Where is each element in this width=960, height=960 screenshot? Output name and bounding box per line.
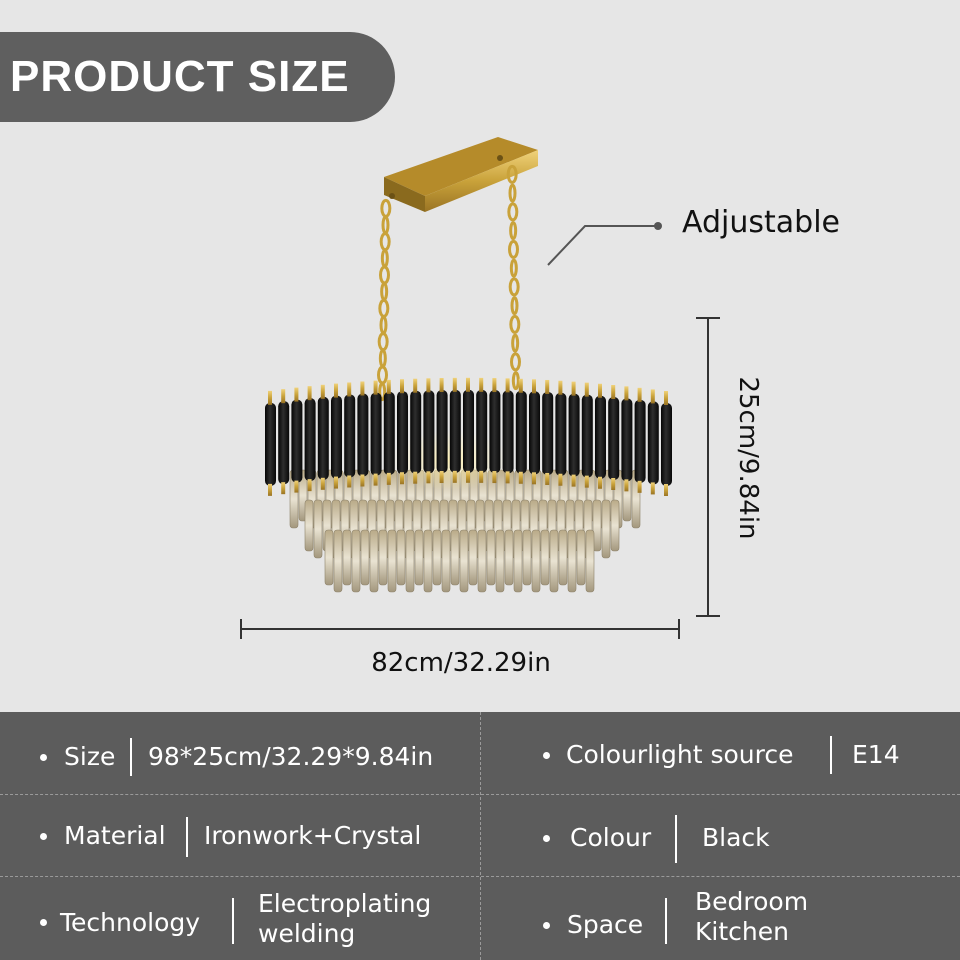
spec-label: Space [567,910,644,939]
bullet-icon [543,752,550,759]
width-dimension-line [240,619,680,639]
ceiling-plate [384,137,538,212]
chandelier-illustration [240,137,720,639]
spec-value: Black [702,823,770,852]
spec-label: Material [64,821,166,850]
crystal-tiers [289,469,641,593]
spec-value: Ironwork+Crystal [204,821,422,850]
section-title: PRODUCT SIZE [10,52,350,101]
spec-separator [675,815,677,863]
column-divider [480,712,481,960]
spec-value: 98*25cm/32.29*9.84in [148,742,434,771]
width-label: 82cm/32.29in [371,648,551,678]
spec-separator [830,736,832,774]
spec-label: Technology [60,908,201,937]
black-tube-ring [265,377,672,496]
spec-label: Size [64,742,116,771]
spec-value: E14 [852,740,900,769]
spec-value-line-1: Electroplating [258,889,432,918]
bullet-icon [543,835,550,842]
adjustable-label: Adjustable [682,205,840,240]
bullet-icon [543,922,550,929]
spec-value-line-2: Kitchen [695,917,789,946]
bullet-icon [40,919,47,926]
bullet-icon [40,833,47,840]
adjustable-callout-line [547,222,662,266]
height-label: 25cm/9.84in [733,376,763,540]
spec-separator [186,817,188,857]
spec-separator [130,738,132,776]
spec-value-line-1: Bedroom [695,887,809,916]
spec-label: Colourlight source [566,740,794,769]
height-dimension-line [696,317,720,617]
spec-label: Colour [570,823,652,852]
spec-separator [232,898,234,944]
spec-separator [665,898,667,944]
suspension-chains [377,164,521,402]
section-banner: PRODUCT SIZE [0,32,395,122]
bullet-icon [40,754,47,761]
spec-table: Size 98*25cm/32.29*9.84in Colourlight so… [0,712,960,960]
spec-value-line-2: welding [258,919,356,948]
